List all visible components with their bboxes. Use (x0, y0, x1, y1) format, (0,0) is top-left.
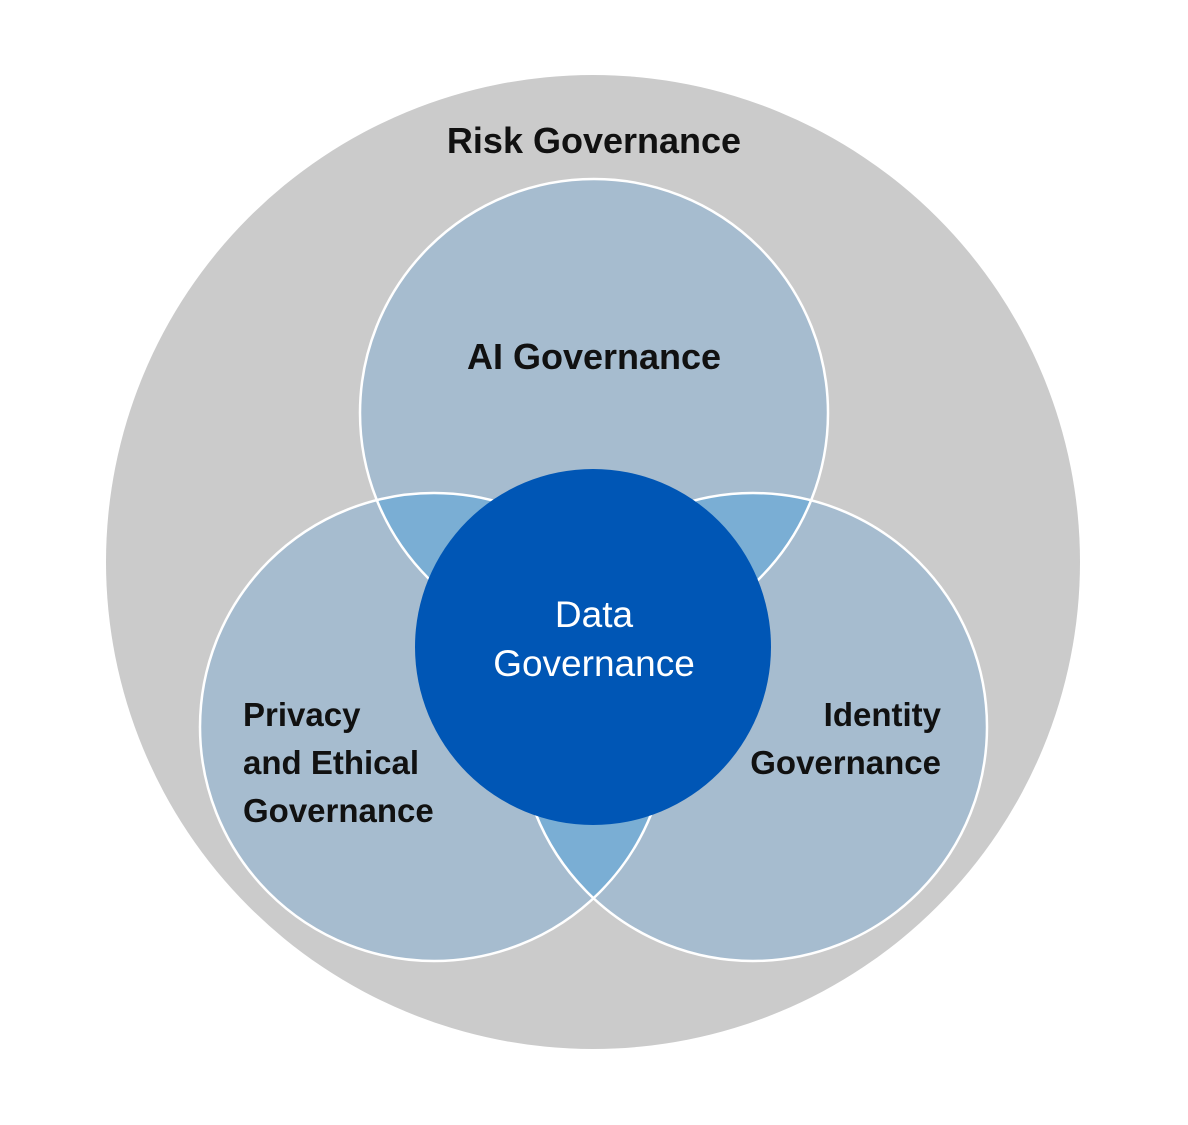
privacy-label-line1: Privacy (243, 696, 361, 733)
privacy-label-line2: and Ethical (243, 744, 419, 781)
data-governance-label-line2: Governance (493, 643, 695, 684)
data-governance-circle (415, 469, 771, 825)
identity-label-line2: Governance (750, 744, 941, 781)
identity-label-line1: Identity (824, 696, 942, 733)
data-governance-label-line1: Data (555, 594, 634, 635)
ai-governance-label: AI Governance (467, 336, 721, 377)
risk-governance-label: Risk Governance (447, 120, 741, 161)
privacy-label-line3: Governance (243, 792, 434, 829)
